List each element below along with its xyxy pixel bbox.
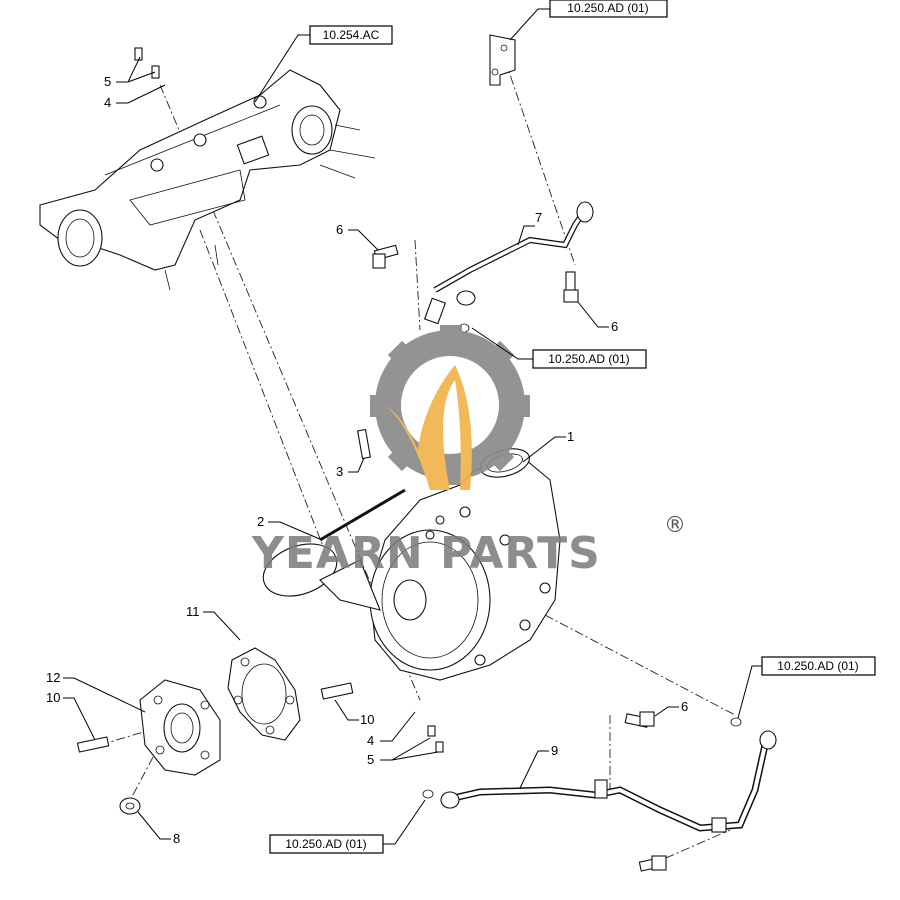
svg-text:9: 9 (551, 743, 558, 758)
svg-text:5: 5 (104, 74, 111, 89)
oil-return-tube (440, 730, 777, 833)
svg-text:10.250.AD (01): 10.250.AD (01) (777, 659, 858, 673)
stud-10-left (76, 736, 110, 753)
callout-1: 1 (522, 429, 574, 463)
watermark-logo (370, 325, 530, 490)
callout-7: 7 (517, 210, 542, 246)
callout-3: 3 (336, 457, 365, 479)
svg-text:10: 10 (360, 712, 374, 727)
bracket-top (489, 34, 516, 86)
svg-text:5: 5 (367, 752, 374, 767)
svg-text:10.254.AC: 10.254.AC (323, 28, 380, 42)
callout-8: 8 (137, 811, 180, 846)
turbocharger (262, 448, 561, 681)
callout-9: 9 (519, 743, 558, 789)
watermark-brand-text: YEARN PARTS (251, 528, 601, 579)
callout-11: 11 (186, 604, 241, 641)
svg-text:6: 6 (336, 222, 343, 237)
svg-text:12: 12 (46, 670, 60, 685)
svg-text:10: 10 (46, 690, 60, 705)
washer-bottom (422, 789, 434, 799)
flange-adapter (139, 679, 221, 776)
bolt-upper-left (372, 244, 399, 269)
svg-text:10.250.AD (01): 10.250.AD (01) (285, 837, 366, 851)
svg-text:2: 2 (257, 514, 264, 529)
svg-text:4: 4 (104, 95, 111, 110)
gasket (227, 647, 301, 741)
nut-8 (119, 797, 141, 815)
svg-text:11: 11 (186, 604, 200, 619)
stud-3 (356, 428, 372, 460)
callout-5-top: 5 (104, 56, 156, 89)
svg-text:10.250.AD (01): 10.250.AD (01) (548, 352, 629, 366)
callout-6-upper-right: 6 (577, 301, 618, 334)
callout-6-lower: 6 (654, 699, 688, 717)
exhaust-manifold (39, 69, 376, 291)
callout-2: 2 (257, 514, 323, 541)
svg-text:4: 4 (367, 733, 374, 748)
washer-right (730, 717, 742, 727)
stud-10-center (320, 682, 354, 700)
svg-text:7: 7 (535, 210, 542, 225)
bolt-lower-center (624, 711, 655, 728)
bolt-upper-right (563, 271, 579, 303)
svg-text:10.250.AD (01): 10.250.AD (01) (567, 1, 648, 15)
svg-text:6: 6 (681, 699, 688, 714)
stud-pair-lower (427, 725, 444, 753)
callout-10-left: 10 (46, 690, 96, 741)
callout-12: 12 (46, 670, 146, 713)
bolt-lower-right (638, 855, 667, 872)
rod-2 (319, 488, 406, 542)
reference-box-10250ad-top: 10.250.AD (01) (509, 0, 668, 41)
reference-box-10250ad-right: 10.250.AD (01) (737, 656, 876, 719)
svg-text:1: 1 (567, 429, 574, 444)
watermark-registered-mark: ® (664, 513, 686, 538)
callout-6-upper-left: 6 (336, 222, 379, 251)
oil-feed-tube (423, 201, 594, 325)
svg-text:6: 6 (611, 319, 618, 334)
svg-text:3: 3 (336, 464, 343, 479)
svg-text:8: 8 (173, 831, 180, 846)
callout-10-center: 10 (334, 699, 374, 727)
reference-box-10250ad-bottom: 10.250.AD (01) (269, 799, 426, 854)
reference-box-10250ad-mid: 10.250.AD (01) (471, 327, 647, 369)
stud-pair-top (134, 47, 160, 79)
callout-5-lower: 5 (367, 737, 439, 767)
reference-box-10254ac: 10.254.AC (254, 25, 393, 103)
callout-4-lower: 4 (367, 711, 416, 748)
callout-4-top: 4 (104, 84, 166, 110)
